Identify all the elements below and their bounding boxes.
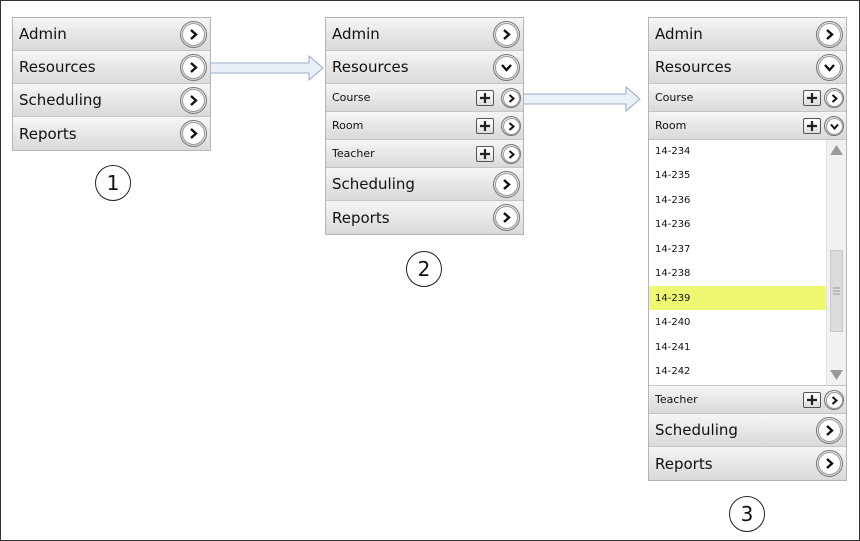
chevron-right-icon[interactable] — [493, 204, 520, 231]
menu-item-label: Reports — [332, 208, 390, 227]
chevron-right-icon[interactable] — [180, 87, 207, 114]
list-item[interactable]: 14-238 — [655, 268, 691, 279]
submenu-item-course[interactable]: Course — [326, 84, 523, 112]
step-number-3: 3 — [729, 496, 765, 532]
submenu-item-course[interactable]: Course — [649, 84, 846, 112]
chevron-right-icon[interactable] — [824, 88, 844, 108]
chevron-right-icon[interactable] — [180, 54, 207, 81]
submenu-item-room[interactable]: Room — [326, 112, 523, 140]
chevron-right-icon[interactable] — [824, 390, 844, 410]
chevron-right-icon[interactable] — [501, 88, 521, 108]
menu-item-label: Admin — [655, 25, 703, 43]
chevron-down-icon[interactable] — [493, 54, 520, 81]
menu-item-label: Admin — [19, 25, 67, 43]
submenu-item-label: Room — [332, 119, 364, 132]
arrow-1-to-2 — [208, 54, 324, 82]
menu-item-label: Scheduling — [332, 175, 415, 193]
list-item[interactable]: 14-234 — [655, 146, 691, 157]
submenu-item-label: Teacher — [655, 393, 698, 406]
chevron-right-icon[interactable] — [816, 450, 843, 477]
menu-item-label: Admin — [332, 25, 380, 43]
menu-item-label: Scheduling — [19, 91, 102, 109]
list-item[interactable]: 14-242 — [655, 366, 691, 377]
step-number-2: 2 — [406, 251, 442, 287]
submenu-item-label: Course — [655, 91, 694, 104]
scroll-up-icon[interactable] — [827, 142, 846, 158]
menu-item-label: Reports — [655, 454, 713, 473]
chevron-right-icon[interactable] — [501, 116, 521, 136]
menu-item-label: Resources — [655, 58, 732, 76]
room-list: 14-234 14-235 14-236 14-236 14-237 14-23… — [649, 140, 846, 386]
selected-room-highlight — [649, 286, 826, 310]
submenu-item-label: Room — [655, 119, 687, 132]
submenu-item-teacher[interactable]: Teacher — [326, 140, 523, 168]
chevron-right-icon[interactable] — [493, 21, 520, 48]
submenu-item-teacher[interactable]: Teacher — [649, 386, 846, 414]
chevron-down-icon[interactable] — [816, 54, 843, 81]
plus-icon[interactable] — [476, 118, 494, 134]
list-item[interactable]: 14-235 — [655, 170, 691, 181]
chevron-down-icon[interactable] — [824, 116, 844, 136]
panel-3-room-expanded: Admin Resources Course Room 14-234 14-23… — [648, 17, 847, 481]
list-item[interactable]: 14-241 — [655, 342, 691, 353]
menu-item-label: Scheduling — [655, 421, 738, 439]
menu-item-reports[interactable]: Reports — [326, 201, 523, 234]
plus-icon[interactable] — [803, 118, 821, 134]
menu-item-resources[interactable]: Resources — [13, 51, 210, 84]
plus-icon[interactable] — [803, 90, 821, 106]
list-scrollbar[interactable] — [826, 140, 846, 385]
menu-item-resources[interactable]: Resources — [649, 51, 846, 84]
menu-item-resources[interactable]: Resources — [326, 51, 523, 84]
menu-item-label: Reports — [19, 124, 77, 143]
menu-item-admin[interactable]: Admin — [326, 18, 523, 51]
submenu-item-label: Teacher — [332, 147, 375, 160]
panel-2-resources-expanded: Admin Resources Course Room Teacher Sche… — [325, 17, 524, 235]
plus-icon[interactable] — [476, 146, 494, 162]
submenu-item-room[interactable]: Room — [649, 112, 846, 140]
menu-item-reports[interactable]: Reports — [649, 447, 846, 480]
plus-icon[interactable] — [476, 90, 494, 106]
menu-item-admin[interactable]: Admin — [13, 18, 210, 51]
plus-icon[interactable] — [803, 392, 821, 408]
scroll-down-icon[interactable] — [827, 367, 846, 383]
menu-item-reports[interactable]: Reports — [13, 117, 210, 150]
menu-item-label: Resources — [332, 58, 409, 76]
menu-item-scheduling[interactable]: Scheduling — [13, 84, 210, 117]
list-item[interactable]: 14-236 — [655, 195, 691, 206]
scrollbar-thumb[interactable] — [830, 250, 843, 332]
list-item[interactable]: 14-240 — [655, 317, 691, 328]
list-item[interactable]: 14-237 — [655, 244, 691, 255]
panel-1-collapsed: Admin Resources Scheduling Reports — [12, 17, 211, 151]
menu-item-scheduling[interactable]: Scheduling — [649, 414, 846, 447]
menu-item-admin[interactable]: Admin — [649, 18, 846, 51]
list-item-selected[interactable]: 14-239 — [655, 293, 691, 304]
list-item[interactable]: 14-236 — [655, 219, 691, 230]
chevron-right-icon[interactable] — [180, 120, 207, 147]
chevron-right-icon[interactable] — [501, 144, 521, 164]
chevron-right-icon[interactable] — [493, 171, 520, 198]
arrow-2-to-3 — [521, 85, 641, 113]
step-number-1: 1 — [95, 165, 131, 201]
menu-item-label: Resources — [19, 58, 96, 76]
chevron-right-icon[interactable] — [816, 21, 843, 48]
submenu-item-label: Course — [332, 91, 371, 104]
chevron-right-icon[interactable] — [816, 417, 843, 444]
grip-icon — [833, 287, 840, 295]
menu-item-scheduling[interactable]: Scheduling — [326, 168, 523, 201]
chevron-right-icon[interactable] — [180, 21, 207, 48]
